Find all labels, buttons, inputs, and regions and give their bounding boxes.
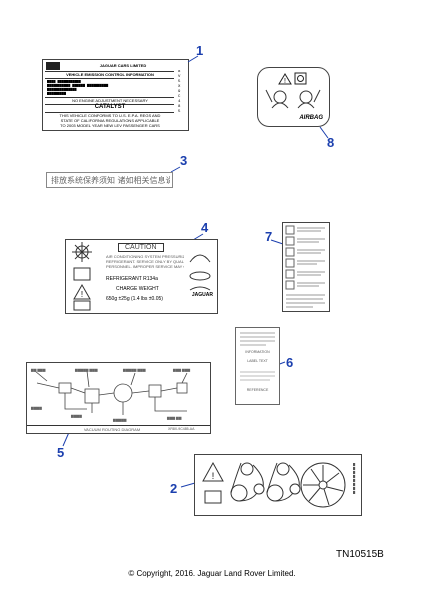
svg-text:!: ! xyxy=(81,290,83,299)
airbag-label: ! AIRBAG xyxy=(257,67,330,127)
callout-3: 3 xyxy=(180,153,188,168)
emission-heading: VEHICLE EMISSION CONTROL INFORMATION xyxy=(66,72,154,77)
figure-code: TN10515B xyxy=(336,549,384,560)
ac-caution-title: CAUTION xyxy=(118,243,164,252)
svg-text:▆▆▆▆: ▆▆▆▆ xyxy=(30,406,43,410)
info-label-title: INFORMATION xyxy=(245,350,270,354)
ac-warning-icons: ! xyxy=(72,242,92,311)
ac-charge-weight: CHARGE WEIGHT xyxy=(116,286,159,292)
info-label-lines xyxy=(285,225,325,308)
emission-footer-1: THIS VEHICLE CONFORMS TO U.S. E.P.A. REG… xyxy=(59,113,161,118)
ac-weight-value: 650g ±25g (1.4 lbs ±0.05) xyxy=(106,296,163,302)
ac-refrigerant: REFRIGERANT R134a xyxy=(106,276,158,282)
emission-footer-3: TO 2003 MODEL YEAR NEW LEV PASSENGER CAR… xyxy=(60,123,160,128)
info-label-narrow xyxy=(282,222,330,312)
copyright-notice: © Copyright, 2016. Jaguar Land Rover Lim… xyxy=(128,569,296,578)
emission-footer-2: STATE OF CALIFORNIA REGULATIONS APPLICAB… xyxy=(60,118,160,123)
ac-caution-line-3: PERSONNEL. IMPROPER SERVICE MAY CAUSE IN… xyxy=(106,264,184,269)
svg-text:▆▆▆ ▆▆: ▆▆▆ ▆▆ xyxy=(166,416,183,420)
svg-text:▆▆▆▆▆ ▆▆▆: ▆▆▆▆▆ ▆▆▆ xyxy=(74,368,99,372)
chinese-text-label: 排放系统保养须知 诸如相关信息说明 xyxy=(46,172,173,188)
vacuum-routing-code: XR8X-9C485-AA xyxy=(168,427,195,431)
vacuum-routing-diagram: ▆▆ ▆▆▆ ▆▆▆▆▆ ▆▆▆ ▆▆▆▆▆ ▆▆▆ ▆▆▆ ▆▆▆ ▆▆▆▆ … xyxy=(30,368,191,422)
info-label-mid-lines xyxy=(240,371,275,381)
callout-7: 7 xyxy=(265,229,273,244)
callout-2: 2 xyxy=(170,481,178,496)
info-label-top-lines xyxy=(240,332,275,346)
ac-right-icons xyxy=(189,254,211,291)
callout-6: 6 xyxy=(286,355,294,370)
emission-company: JAGUAR CARS LIMITED xyxy=(99,63,147,68)
ac-caution-line-1: AIR CONDITIONING SYSTEM PRESSURIZED WITH xyxy=(106,254,184,259)
emission-details: ▆▆▆▆ ▆▆▆▆▆▆▆▆▆▆▆▆▆▆▆▆▆▆▆▆▆▆ ▆▆▆▆▆▆ ▆▆▆▆▆… xyxy=(47,80,109,96)
svg-text:!: ! xyxy=(212,471,215,481)
svg-text:▆▆ ▆▆▆: ▆▆ ▆▆▆ xyxy=(30,368,47,372)
svg-text:▆▆▆▆▆ ▆▆▆: ▆▆▆▆▆ ▆▆▆ xyxy=(122,368,147,372)
ac-caution-label: ! CAUTION AIR CONDITIONING SYSTEM PRESSU… xyxy=(65,239,218,314)
airbag-text: AIRBAG xyxy=(299,115,323,121)
jaguar-logo-icon xyxy=(46,62,60,70)
svg-text:▆▆▆▆▆: ▆▆▆▆▆ xyxy=(112,418,128,422)
callout-5: 5 xyxy=(57,445,65,460)
emission-catalyst: CATALYST xyxy=(94,104,126,110)
info-label-foot: REFERENCE xyxy=(246,388,269,392)
callout-1: 1 xyxy=(196,43,204,58)
svg-text:▆▆▆▆: ▆▆▆▆ xyxy=(70,414,83,418)
svg-text:▆▆▆ ▆▆▆: ▆▆▆ ▆▆▆ xyxy=(172,368,191,372)
fan-belt-warning-graphic: ! xyxy=(202,461,346,508)
chinese-label-text: 排放系统保养须知 诸如相关信息说明 xyxy=(51,176,170,185)
callout-8: 8 xyxy=(327,135,335,150)
ac-jaguar-text: JAGUAR xyxy=(191,292,213,298)
emission-control-label: JAGUAR CARS LIMITED VEHICLE EMISSION CON… xyxy=(42,59,189,131)
emission-no-adjust: NO ENGINE ADJUSTMENT NECESSARY xyxy=(72,98,148,103)
info-label-sub: LABEL TEXT xyxy=(247,359,268,363)
vacuum-routing-label: ▆▆ ▆▆▆ ▆▆▆▆▆ ▆▆▆ ▆▆▆▆▆ ▆▆▆ ▆▆▆ ▆▆▆ ▆▆▆▆ … xyxy=(26,362,211,434)
callout-4: 4 xyxy=(201,220,209,235)
airbag-warning-graphic: ! xyxy=(265,72,321,109)
vacuum-routing-title: VACUUM ROUTING DIAGRAM xyxy=(83,427,141,432)
svg-text:!: ! xyxy=(284,78,286,85)
info-label: INFORMATION LABEL TEXT REFERENCE xyxy=(235,327,280,405)
fan-label-side-code: ▆▆▆▆▆▆▆▆ xyxy=(353,463,356,495)
ac-caution-line-2: REFRIGERANT. SERVICE ONLY BY QUALIFIED xyxy=(106,259,184,264)
fan-belt-warning-label: ! ▆▆▆▆▆▆▆▆ xyxy=(194,454,362,516)
